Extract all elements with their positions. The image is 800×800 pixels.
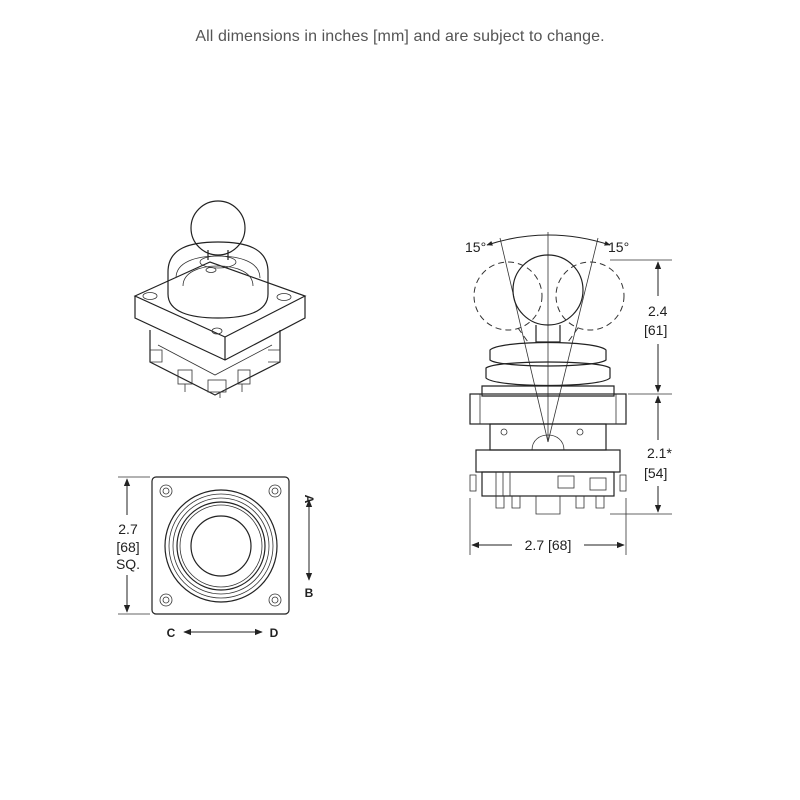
height-upper-mm-label: [61]: [644, 322, 667, 338]
direction-d-label: D: [270, 626, 279, 640]
angle-left-label: 15°: [465, 239, 486, 255]
height-lower-mm-label: [54]: [644, 465, 667, 481]
angle-right-label: 15°: [608, 239, 629, 255]
isometric-view: [133, 200, 307, 398]
direction-a-label: A: [302, 495, 316, 504]
side-view: 15° 15° 2.4 [61] 2.1* [54] 2.7 [68]: [465, 232, 672, 555]
size-mm-label: [68]: [116, 539, 139, 555]
height-lower-in-label: 2.1*: [647, 445, 672, 461]
size-suffix-label: SQ.: [116, 556, 140, 572]
height-upper-in-label: 2.4: [648, 303, 668, 319]
dimensions-note: All dimensions in inches [mm] and are su…: [195, 28, 605, 45]
corner-screws: [159, 484, 282, 607]
size-in-label: 2.7: [118, 521, 138, 537]
top-view: 2.7 [68] SQ. A B C D: [116, 476, 316, 640]
width-label: 2.7 [68]: [525, 537, 572, 553]
direction-b-label: B: [305, 586, 314, 600]
direction-c-label: C: [167, 626, 176, 640]
